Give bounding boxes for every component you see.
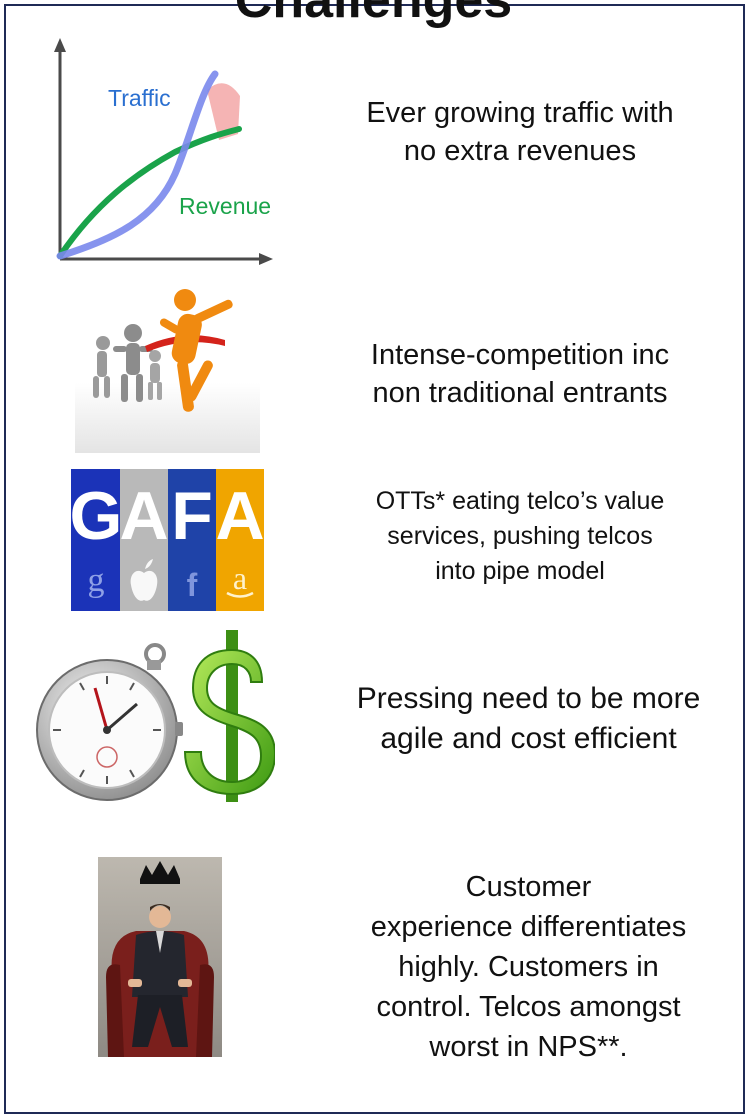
- row-2-text: Intense-competition inc non traditional …: [300, 336, 740, 412]
- row-5-line-1: Customer: [465, 871, 592, 903]
- winner-figure: [159, 289, 233, 412]
- time-money-illustration: [36, 630, 275, 802]
- row-1-text: Ever growing traffic with no extra reven…: [300, 94, 740, 170]
- dollar-sign-icon: [183, 630, 275, 802]
- row-3-line-2: services, pushing telcos: [387, 522, 653, 550]
- row-4-line-2: agile and cost efficient: [380, 722, 677, 755]
- row-1-line-2: no extra revenues: [403, 135, 637, 167]
- gafa-letter: G: [71, 478, 122, 554]
- row-5-text: Customer experience differentiates highl…: [310, 867, 747, 1067]
- gafa-letter: A: [119, 478, 168, 554]
- traffic-revenue-illustration: Traffic Revenue: [54, 38, 273, 265]
- gafa-letter: A: [215, 478, 264, 554]
- row-1-line-1: Ever growing traffic with: [366, 97, 674, 129]
- race-finish-illustration: [75, 289, 260, 453]
- gafa-tile-amazon: [216, 469, 264, 611]
- finish-ribbon: [145, 335, 225, 352]
- revenue-label: Revenue: [179, 193, 271, 219]
- businessman-figure: [128, 904, 192, 1047]
- row-5-line-4: control. Telcos amongst: [376, 991, 681, 1023]
- overlap-wedge: [207, 83, 240, 140]
- gafa-tile-facebook: [168, 469, 216, 611]
- gafa-logo: G A F A g f a: [71, 469, 264, 611]
- row-2-line-1: Intense-competition inc: [370, 339, 670, 371]
- row-3-line-3: into pipe model: [435, 557, 605, 585]
- facebook-f-icon: f: [187, 567, 198, 603]
- slide-title: Challenges: [234, 0, 513, 29]
- google-g-icon: g: [88, 562, 105, 599]
- y-axis-arrow-icon: [54, 38, 66, 52]
- row-5-line-3: highly. Customers in: [398, 951, 659, 983]
- runner-figure: [148, 350, 162, 400]
- amazon-a-icon: a: [233, 560, 247, 596]
- traffic-label: Traffic: [108, 85, 171, 111]
- amazon-smile-icon: [226, 591, 254, 598]
- runner-figure: [93, 336, 110, 398]
- gafa-tile-google: [71, 469, 120, 611]
- apple-icon: [130, 559, 158, 601]
- row-5-line-5: worst in NPS**.: [429, 1031, 628, 1063]
- traffic-curve: [56, 70, 219, 260]
- row-2-line-2: non traditional entrants: [372, 377, 668, 409]
- row-5-line-2: experience differentiates: [370, 911, 687, 943]
- gafa-letter: F: [171, 478, 213, 554]
- customer-throne-photo: [98, 857, 222, 1057]
- row-4-line-1: Pressing need to be more: [356, 682, 701, 715]
- row-3-text: OTTs* eating telco’s value services, pus…: [300, 484, 740, 589]
- crown-icon: [140, 861, 180, 879]
- row-4-text: Pressing need to be more agile and cost …: [310, 679, 747, 759]
- stopwatch-icon: [36, 643, 183, 801]
- x-axis-arrow-icon: [259, 253, 273, 265]
- revenue-curve: [57, 126, 242, 259]
- row-3-line-1: OTTs* eating telco’s value: [375, 487, 665, 515]
